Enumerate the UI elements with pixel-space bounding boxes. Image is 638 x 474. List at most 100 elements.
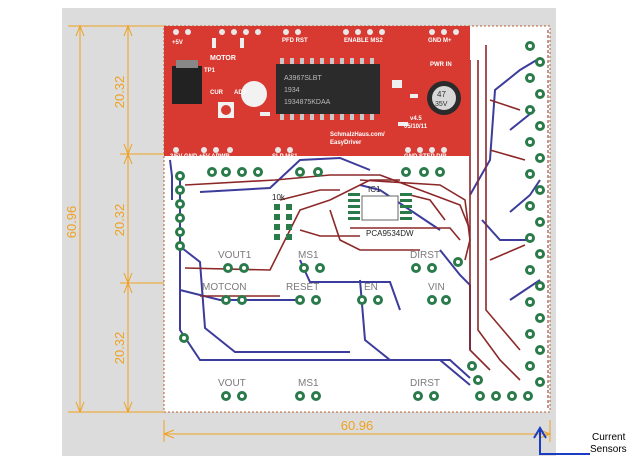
pad-hole xyxy=(470,364,474,368)
pad-hole xyxy=(376,298,380,302)
pad-hole xyxy=(430,298,434,302)
blue-traces xyxy=(169,57,541,386)
pad-hole xyxy=(528,364,532,368)
pad-hole xyxy=(528,300,532,304)
pad-hole xyxy=(182,336,186,340)
pad-hole xyxy=(298,170,302,174)
pad-hole xyxy=(318,266,322,270)
label-bottom-pins3: GND STEP DIR xyxy=(404,154,447,160)
pad-hole xyxy=(538,348,542,352)
pad-hole xyxy=(416,394,420,398)
label-motcon: MOTCON xyxy=(202,282,246,293)
label-vin: VIN xyxy=(428,282,445,293)
pad-hole xyxy=(240,170,244,174)
pad-hole xyxy=(360,298,364,302)
pad-hole xyxy=(538,60,542,64)
label-en: EN xyxy=(364,282,378,293)
easydriver-board: A3967SLBT 1934 1934875KDAA 47 35V +5V xyxy=(164,26,470,160)
label-vout1: VOUT1 xyxy=(218,250,252,261)
label-pfd-rst: PFD RST xyxy=(282,38,308,44)
horizontal-dimension xyxy=(162,420,552,442)
pad-hole xyxy=(538,252,542,256)
current-adjust-pot xyxy=(241,81,267,107)
pad-hole xyxy=(538,380,542,384)
pad-hole xyxy=(478,394,482,398)
ic1-part: PCA9534DW xyxy=(366,229,414,238)
pad-hole xyxy=(528,204,532,208)
pad-hole xyxy=(494,394,498,398)
pad-hole xyxy=(404,170,408,174)
pad-hole xyxy=(538,156,542,160)
pad-hole xyxy=(298,298,302,302)
annotation-sensors: Sensors xyxy=(590,444,627,455)
pad-hole xyxy=(178,202,182,206)
voltage-regulator xyxy=(172,66,202,104)
label-ms1-bot: MS1 xyxy=(298,378,319,389)
label-adj: ADJ xyxy=(234,90,246,96)
chip-line2: 1934 xyxy=(284,87,300,94)
pad-hole xyxy=(538,188,542,192)
chip-line3: 1934875KDAA xyxy=(284,99,331,106)
pad-hole xyxy=(298,394,302,398)
label-pwr-in: PWR IN xyxy=(430,62,452,68)
pad-hole xyxy=(510,394,514,398)
pad-hole xyxy=(224,170,228,174)
pad-hole xyxy=(178,188,182,192)
label-reset: RESET xyxy=(286,282,319,293)
pad-hole xyxy=(438,170,442,174)
dim-seg-top: 20.32 xyxy=(112,76,127,109)
label-version: v4.5 xyxy=(410,116,422,122)
pad-hole xyxy=(538,220,542,224)
pad-hole xyxy=(302,266,306,270)
ic1-footprint xyxy=(348,193,412,221)
pad-hole xyxy=(538,92,542,96)
pad-hole xyxy=(422,170,426,174)
a3967-chip xyxy=(276,64,380,114)
pad-hole xyxy=(210,170,214,174)
credit-line2: EasyDriver xyxy=(330,140,362,146)
label-ms1-top: MS1 xyxy=(298,250,319,261)
annotation-current: Current xyxy=(592,432,626,443)
dim-seg-mid: 20.32 xyxy=(112,204,127,237)
label-motor: MOTOR xyxy=(210,55,236,62)
pad-hole xyxy=(526,394,530,398)
pad-hole xyxy=(414,266,418,270)
dim-seg-bot: 20.32 xyxy=(112,332,127,365)
label-5v: +5V xyxy=(172,40,183,46)
dim-width-total: 60.96 xyxy=(341,418,374,433)
cap-value: 47 xyxy=(437,90,446,99)
pad-hole xyxy=(224,394,228,398)
label-bottom-pins: 3/5V GND +5V APWR xyxy=(170,154,230,160)
pad-hole xyxy=(224,298,228,302)
ic1-ref: IC1 xyxy=(368,185,381,194)
pad-hole xyxy=(314,394,318,398)
pad-hole xyxy=(444,298,448,302)
resistor-array xyxy=(274,204,292,240)
label-bottom-pins2: SLP MS1 xyxy=(272,154,298,160)
cap-voltage: 35V xyxy=(435,101,448,108)
pad-hole xyxy=(528,140,532,144)
label-dirst-top: DIRST xyxy=(410,250,440,261)
pad-hole xyxy=(314,298,318,302)
credit-line1: SchmalzHaus.com/ xyxy=(330,132,385,138)
label-cur: CUR xyxy=(210,90,224,96)
label-tp1: TP1 xyxy=(204,68,216,74)
pad-hole xyxy=(226,266,230,270)
vertical-dimensions xyxy=(68,24,164,414)
chip-line1: A3967SLBT xyxy=(284,75,322,82)
pad-hole xyxy=(240,394,244,398)
label-gnd-m: GND M+ xyxy=(428,38,452,44)
label-vout: VOUT xyxy=(218,378,246,389)
pad-hole xyxy=(178,174,182,178)
pad-hole xyxy=(528,108,532,112)
pad-hole xyxy=(538,316,542,320)
pad-hole xyxy=(240,298,244,302)
pad-hole xyxy=(476,378,480,382)
pad-hole xyxy=(256,170,260,174)
pad-hole xyxy=(456,260,460,264)
pad-hole xyxy=(178,244,182,248)
resistor-value: 10k xyxy=(272,193,286,202)
pad-hole xyxy=(538,284,542,288)
pad-hole xyxy=(528,236,532,240)
